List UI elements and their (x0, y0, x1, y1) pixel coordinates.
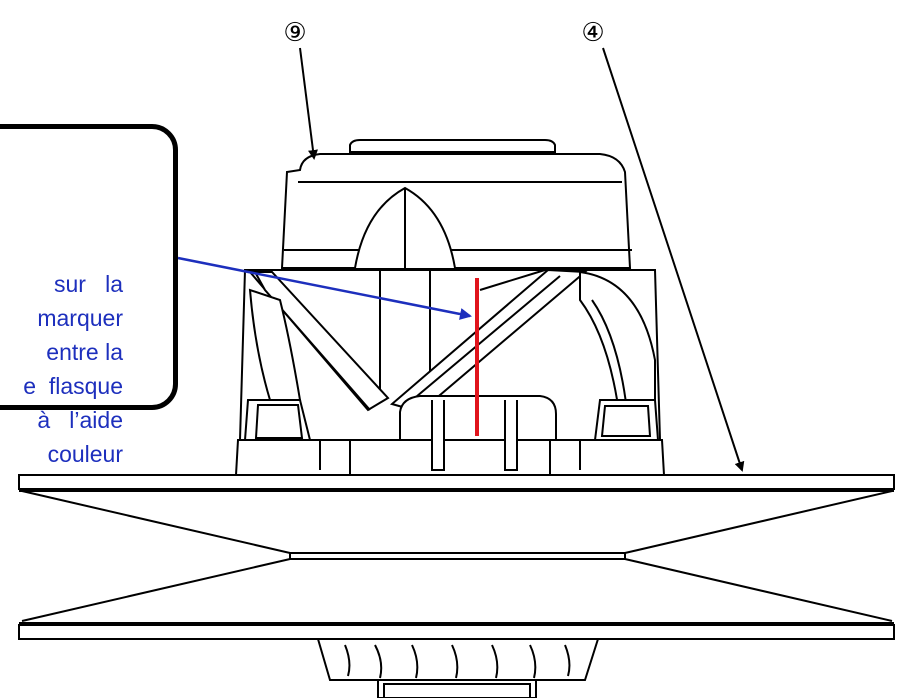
instruction-callout-box: sur la marquer entre la e flasque à l’ai… (0, 124, 178, 467)
pointer-arrow (177, 256, 472, 320)
bottom-hub (316, 638, 600, 698)
instruction-text: sur la marquer entre la e flasque à l’ai… (0, 267, 123, 471)
housing-cap (280, 139, 632, 269)
pulley-sheaves (18, 474, 895, 640)
callout-9: ⑨ (283, 18, 318, 160)
callout-4: ④ (581, 18, 745, 472)
instruction-line: couleur (47, 441, 123, 467)
callout-9-label: ⑨ (283, 18, 306, 48)
callout-4-label: ④ (581, 18, 604, 48)
clip-ring (234, 395, 666, 476)
instruction-line: e flasque (23, 373, 123, 399)
instruction-line: entre la (46, 339, 123, 365)
instruction-line: marquer (37, 305, 123, 331)
instruction-line: à l’aide (37, 407, 123, 433)
instruction-line: sur la (53, 271, 123, 297)
housing-body (238, 186, 662, 441)
